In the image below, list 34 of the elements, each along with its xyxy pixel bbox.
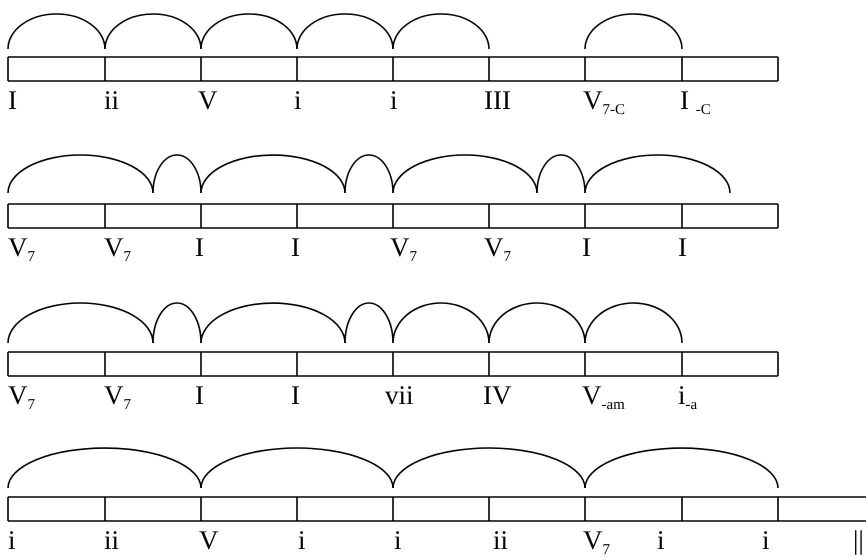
chord-symbol: I	[195, 380, 204, 410]
chord-symbol: I	[8, 85, 17, 115]
chord-symbol: I	[291, 380, 300, 410]
chord-symbol: IV	[483, 380, 512, 410]
chord-symbol: i	[390, 85, 398, 115]
chord-symbol: V	[199, 525, 218, 555]
chord-symbol: III	[484, 85, 511, 115]
chord-symbol: ii	[104, 525, 120, 555]
chord-symbol: I	[195, 232, 204, 262]
chord-symbol: V$_{7}$	[8, 232, 35, 262]
chord-symbol: i	[394, 525, 402, 555]
chord-symbol: I $_{-C}$	[680, 85, 711, 115]
chord-symbol: i	[8, 525, 16, 555]
chord-symbol: ||	[853, 525, 864, 555]
chord-symbol: V$_{7}$	[104, 380, 131, 410]
chord-symbol: vii	[385, 380, 414, 410]
chord-symbol: ii	[104, 85, 120, 115]
chord-symbol: V$_{-am}$	[582, 380, 625, 410]
chord-symbol: I	[291, 232, 300, 262]
chord-symbol: i	[298, 525, 306, 555]
chord-symbol: I	[678, 232, 687, 262]
chord-symbol: I	[582, 232, 591, 262]
chord-symbol: i	[657, 525, 665, 555]
chord-symbol: i	[762, 525, 770, 555]
chord-symbol: V$_{7}$	[390, 232, 417, 262]
chord-symbol: V	[198, 85, 218, 115]
chord-symbol: V$_{7}$	[8, 380, 35, 410]
chord-symbol: ii	[493, 525, 508, 555]
chord-symbol: V$_{7-C}$	[583, 85, 625, 115]
chord-symbol: V$_{7}$	[583, 525, 610, 555]
chord-symbol: i$_{-a}$	[678, 380, 698, 410]
chord-symbol: V$_{7}$	[484, 232, 511, 262]
chord-symbol: V$_{7}$	[104, 232, 131, 262]
chord-symbol: i	[294, 85, 302, 115]
